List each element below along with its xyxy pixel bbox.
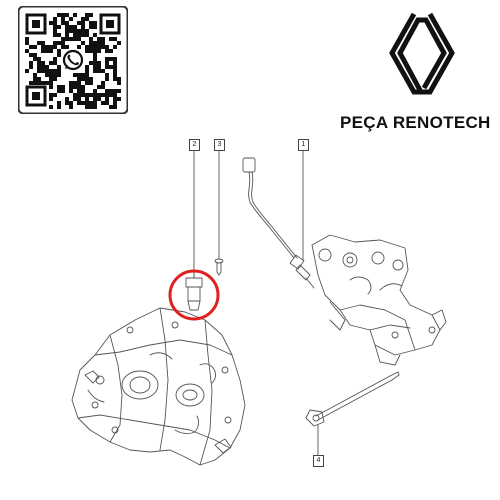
screw <box>214 258 224 276</box>
exhaust-manifold <box>311 234 447 366</box>
dipstick <box>305 371 400 427</box>
highlight-circle <box>168 269 220 321</box>
speed-sensor <box>185 272 203 311</box>
gearbox-housing <box>71 307 246 466</box>
whatsapp-qr-code[interactable] <box>18 6 128 114</box>
oxygen-sensor <box>242 157 315 289</box>
brand-name: PEÇA RENOTECH <box>340 113 491 132</box>
callout-1: 1 <box>298 139 309 151</box>
whatsapp-icon <box>61 48 85 72</box>
renault-diamond-logo <box>389 12 455 95</box>
callout-4: 4 <box>313 455 324 467</box>
callout-2: 2 <box>189 139 200 151</box>
parts-diagram <box>71 148 447 466</box>
callout-3: 3 <box>214 139 225 151</box>
